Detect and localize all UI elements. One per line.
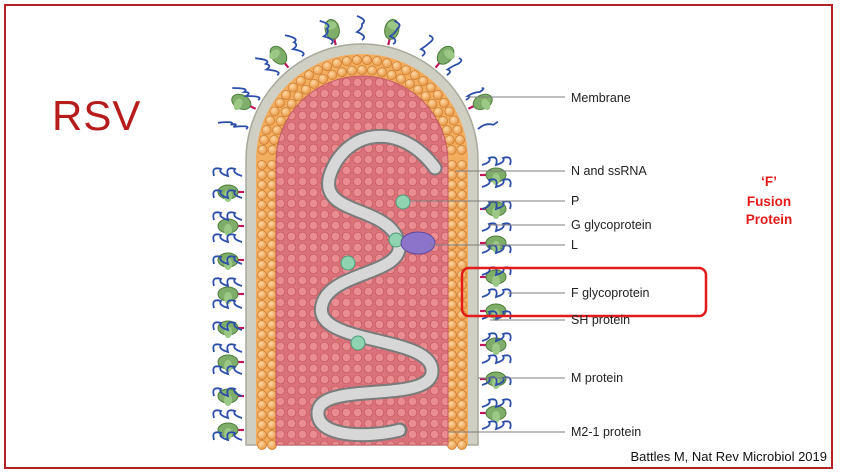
label-sh-protein: SH protein: [571, 313, 630, 327]
note-quote: ‘F’: [726, 173, 812, 191]
p-protein-dot: [351, 336, 365, 350]
citation: Battles M, Nat Rev Microbiol 2019: [630, 449, 827, 464]
label-g-glycoprotein: G glycoprotein: [571, 218, 652, 232]
label-p: P: [571, 194, 579, 208]
l-polymerase: [401, 232, 435, 254]
note-line1: Fusion: [726, 193, 812, 211]
label-n-ssrna: N and ssRNA: [571, 164, 647, 178]
label-l: L: [571, 238, 578, 252]
label-membrane: Membrane: [571, 91, 631, 105]
note-line2: Protein: [726, 211, 812, 229]
fusion-protein-note: ‘F’ Fusion Protein: [726, 173, 812, 229]
label-m2-1-protein: M2-1 protein: [571, 425, 641, 439]
label-m-protein: M protein: [571, 371, 623, 385]
label-f-glycoprotein: F glycoprotein: [571, 286, 650, 300]
p-protein-dot: [341, 256, 355, 270]
p-protein-dot: [396, 195, 410, 209]
